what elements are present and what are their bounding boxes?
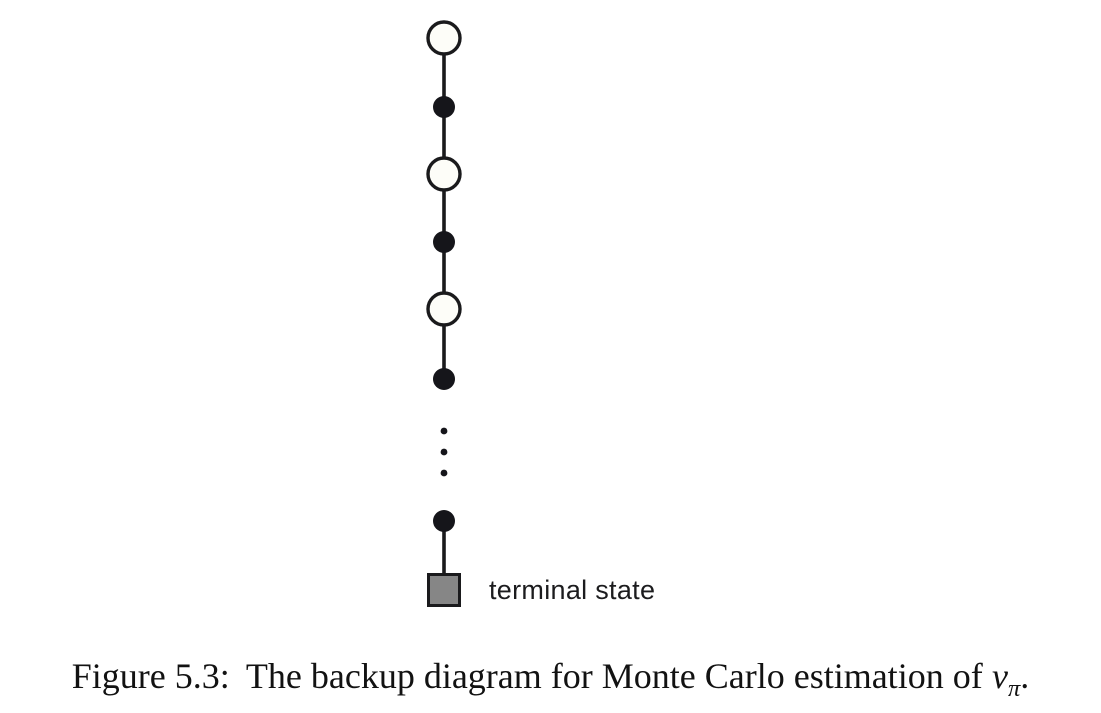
backup-diagram-svg <box>426 20 462 607</box>
caption-figure-number: Figure 5.3: <box>71 656 230 696</box>
action-node <box>433 96 455 118</box>
caption-math-subscript: π <box>1008 675 1021 703</box>
terminal-node <box>427 573 461 607</box>
ellipsis-dot <box>440 427 448 435</box>
terminal-state-label: terminal state <box>489 574 656 605</box>
caption-math-variable: v <box>992 656 1009 696</box>
action-node <box>433 368 455 390</box>
ellipsis-dot <box>440 448 448 456</box>
action-node <box>433 510 455 532</box>
figure-caption: Figure 5.3: The backup diagram for Monte … <box>0 656 1101 701</box>
state-node <box>426 156 462 192</box>
state-node <box>426 291 462 327</box>
action-node <box>433 231 455 253</box>
caption-text: The backup diagram for Monte Carlo estim… <box>245 656 983 696</box>
caption-period: . <box>1020 656 1030 696</box>
ellipsis-dot <box>440 469 448 477</box>
state-node <box>426 20 462 56</box>
